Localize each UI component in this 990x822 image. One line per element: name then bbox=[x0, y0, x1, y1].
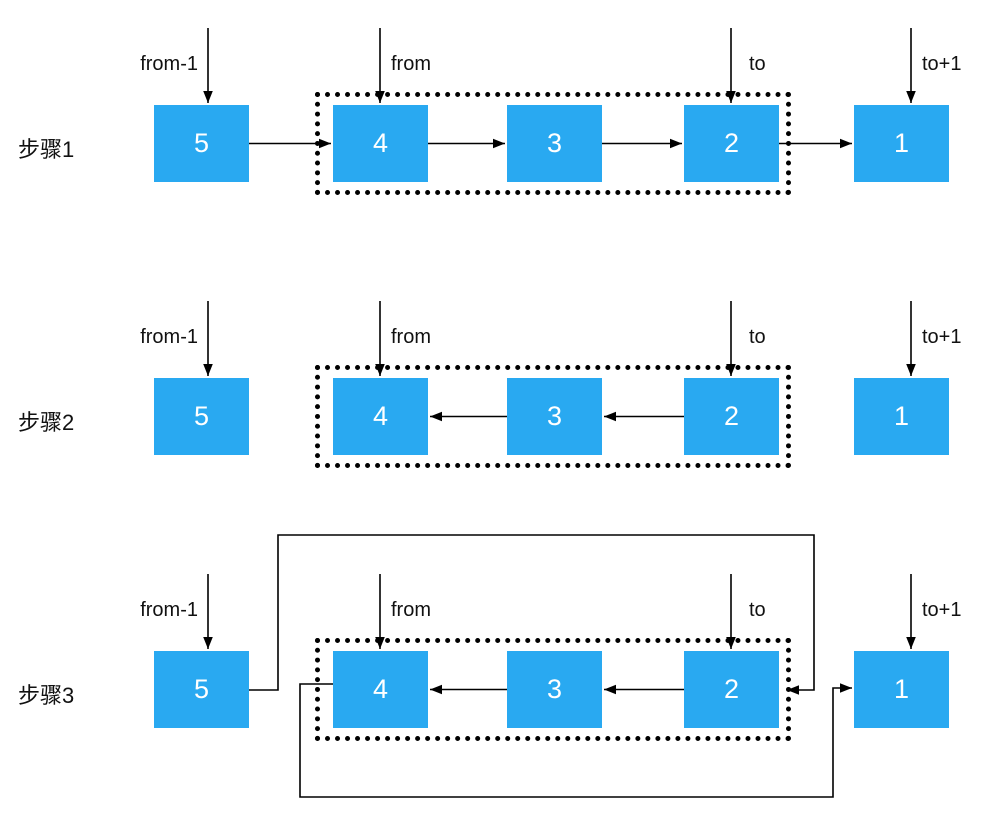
node-box-4-step3: 4 bbox=[333, 651, 428, 728]
pointer-label-from-step1: from bbox=[391, 53, 431, 75]
node-box-5-step3: 5 bbox=[154, 651, 249, 728]
node-box-4-step1: 4 bbox=[333, 105, 428, 182]
node-box-3-step1: 3 bbox=[507, 105, 602, 182]
pointer-label-to+1-step1: to+1 bbox=[922, 53, 962, 75]
pointer-label-from-1-step1: from-1 bbox=[140, 53, 198, 75]
node-box-5-step1: 5 bbox=[154, 105, 249, 182]
node-box-1-step1: 1 bbox=[854, 105, 949, 182]
sublist-dotted-frame-step1 bbox=[315, 92, 791, 195]
pointer-label-to-step2: to bbox=[749, 326, 766, 348]
pointer-label-from-1-step2: from-1 bbox=[140, 326, 198, 348]
node-box-3-step3: 3 bbox=[507, 651, 602, 728]
node-box-5-step2: 5 bbox=[154, 378, 249, 455]
pointer-label-from-1-step3: from-1 bbox=[140, 599, 198, 621]
step-label-1: 步骤1 bbox=[18, 137, 75, 162]
pointer-label-to+1-step3: to+1 bbox=[922, 599, 962, 621]
pointer-label-to+1-step2: to+1 bbox=[922, 326, 962, 348]
node-box-2-step3: 2 bbox=[684, 651, 779, 728]
pointer-label-from-step3: from bbox=[391, 599, 431, 621]
node-box-3-step2: 3 bbox=[507, 378, 602, 455]
connector-4-1-step3 bbox=[299, 683, 852, 798]
pointer-label-to-step1: to bbox=[749, 53, 766, 75]
step-label-2: 步骤2 bbox=[18, 410, 75, 435]
node-box-1-step2: 1 bbox=[854, 378, 949, 455]
connector-5-2-step3 bbox=[249, 534, 815, 695]
node-box-2-step1: 2 bbox=[684, 105, 779, 182]
pointer-label-from-step2: from bbox=[391, 326, 431, 348]
pointer-label-to-step3: to bbox=[749, 599, 766, 621]
node-box-4-step2: 4 bbox=[333, 378, 428, 455]
step-label-3: 步骤3 bbox=[18, 683, 75, 708]
node-box-1-step3: 1 bbox=[854, 651, 949, 728]
sublist-dotted-frame-step2 bbox=[315, 365, 791, 468]
node-box-2-step2: 2 bbox=[684, 378, 779, 455]
